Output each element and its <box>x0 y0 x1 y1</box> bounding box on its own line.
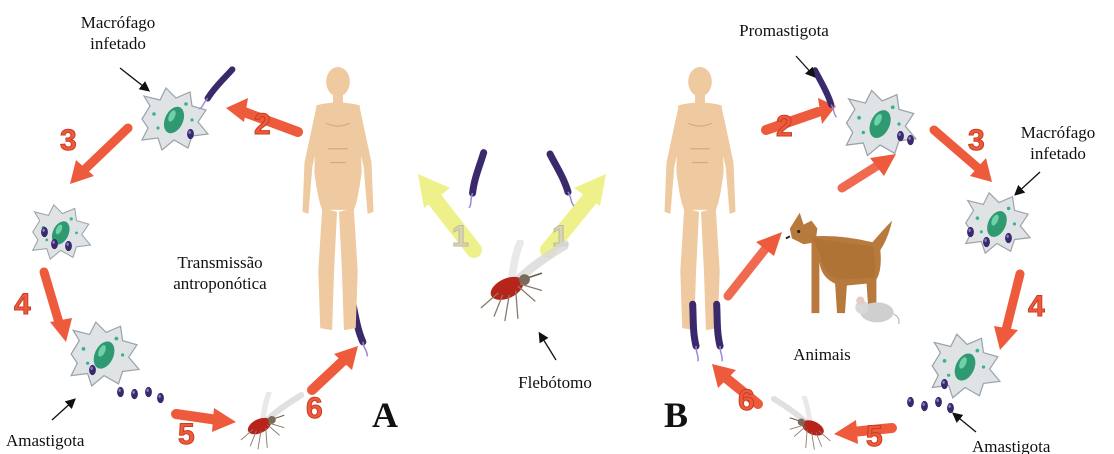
amastigote-icon <box>89 365 96 375</box>
amastigote-icon <box>897 131 904 141</box>
label-sand-fly: Flebótomo <box>500 372 610 393</box>
label-amastigote-a: Amastigota <box>6 430 116 451</box>
human-figure-a <box>303 67 374 330</box>
mouse-figure <box>855 297 899 325</box>
svg-text:4: 4 <box>14 288 31 321</box>
promastigote-icon <box>334 301 386 356</box>
amastigote-icon <box>907 135 914 145</box>
panel-b: 2 3 4 5 6 <box>665 67 1045 453</box>
label-line: infetado <box>60 33 176 54</box>
amastigote-icon <box>907 397 914 407</box>
amastigote-icon <box>983 237 990 247</box>
amastigote-icon <box>117 387 124 397</box>
label-animals: Animais <box>772 344 872 365</box>
label-line: antroponótica <box>150 273 290 294</box>
amastigote-icon <box>65 241 72 251</box>
amastigote-icon <box>1005 233 1012 243</box>
dog-figure <box>786 213 892 313</box>
svg-text:5: 5 <box>178 418 195 451</box>
promastigote-icon <box>460 153 493 208</box>
amastigote-icon <box>935 397 942 407</box>
label-line: Macrófago <box>1006 122 1110 143</box>
amastigote-icon <box>51 239 58 249</box>
amastigote-icon <box>145 387 152 397</box>
promastigote-icon <box>550 154 574 206</box>
amastigote-icon <box>947 403 954 413</box>
amastigote-icon <box>157 393 164 403</box>
amastigote-icon <box>921 401 928 411</box>
label-line: Transmissão <box>150 252 290 273</box>
label-line: Macrófago <box>60 12 176 33</box>
amastigote-icon <box>187 129 194 139</box>
svg-text:4: 4 <box>1028 290 1045 323</box>
svg-text:1: 1 <box>452 220 469 253</box>
label-infected-macrophage-b: Macrófago infetado <box>1006 122 1110 164</box>
svg-text:6: 6 <box>306 392 323 425</box>
label-infected-macrophage-a: Macrófago infetado <box>60 12 176 54</box>
amastigote-icon <box>941 379 948 389</box>
infected-macrophage-a-bottom <box>71 322 139 386</box>
panel-letter-a: A <box>372 394 398 436</box>
amastigote-icon <box>131 389 138 399</box>
sand-fly-center <box>481 243 566 321</box>
label-line: infetado <box>1006 143 1110 164</box>
amastigote-icon <box>967 227 974 237</box>
svg-text:3: 3 <box>60 124 77 157</box>
amastigote-icon <box>41 227 48 237</box>
infected-macrophage-a-top <box>142 88 208 150</box>
human-figure-b <box>665 67 736 330</box>
center-vector: 1 1 <box>418 153 606 360</box>
label-anthroponotic-transmission: Transmissão antroponótica <box>150 252 290 294</box>
infected-macrophage-b-top <box>847 90 916 155</box>
svg-text:2: 2 <box>254 108 271 141</box>
svg-text:3: 3 <box>968 124 985 157</box>
svg-text:5: 5 <box>866 420 883 453</box>
svg-text:6: 6 <box>738 384 755 417</box>
panel-letter-b: B <box>664 394 688 436</box>
promastigote-icon <box>696 304 743 361</box>
sand-fly-b-bottom <box>774 397 831 449</box>
infected-macrophage-b-right <box>966 193 1030 253</box>
label-amastigote-b: Amastigota <box>972 436 1082 454</box>
sand-fly-a-bottom <box>241 394 301 450</box>
svg-text:2: 2 <box>776 110 793 143</box>
label-promastigote-b: Promastigota <box>722 20 846 41</box>
promastigote-icon <box>199 64 232 115</box>
infected-macrophage-b-bottom <box>932 334 1000 398</box>
